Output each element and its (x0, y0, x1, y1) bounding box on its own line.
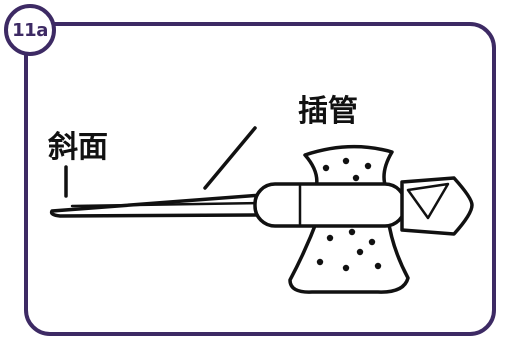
wing-dot (352, 174, 360, 182)
cannula-pointer-line (203, 126, 257, 190)
bevel-label: 斜面 (48, 130, 108, 165)
cannula-label: 插管 (298, 94, 358, 129)
lower-wing (288, 216, 410, 294)
wing-dot (322, 164, 330, 172)
wing-dot (342, 157, 350, 165)
wing-dot (316, 258, 324, 266)
wing-dot (326, 234, 334, 242)
wing-dot (348, 228, 356, 236)
upper-wing (303, 144, 394, 190)
wing-dot (342, 264, 350, 272)
needle-shaft-highlight (70, 201, 262, 208)
step-frame (24, 22, 496, 336)
connector-inner-cone (406, 182, 450, 220)
wing-dot (374, 262, 382, 270)
wing-dot (356, 248, 364, 256)
wing-dot (364, 162, 372, 170)
needle-hub (253, 182, 407, 228)
wing-dot (368, 238, 376, 246)
step-number-badge: 11a (4, 4, 56, 56)
